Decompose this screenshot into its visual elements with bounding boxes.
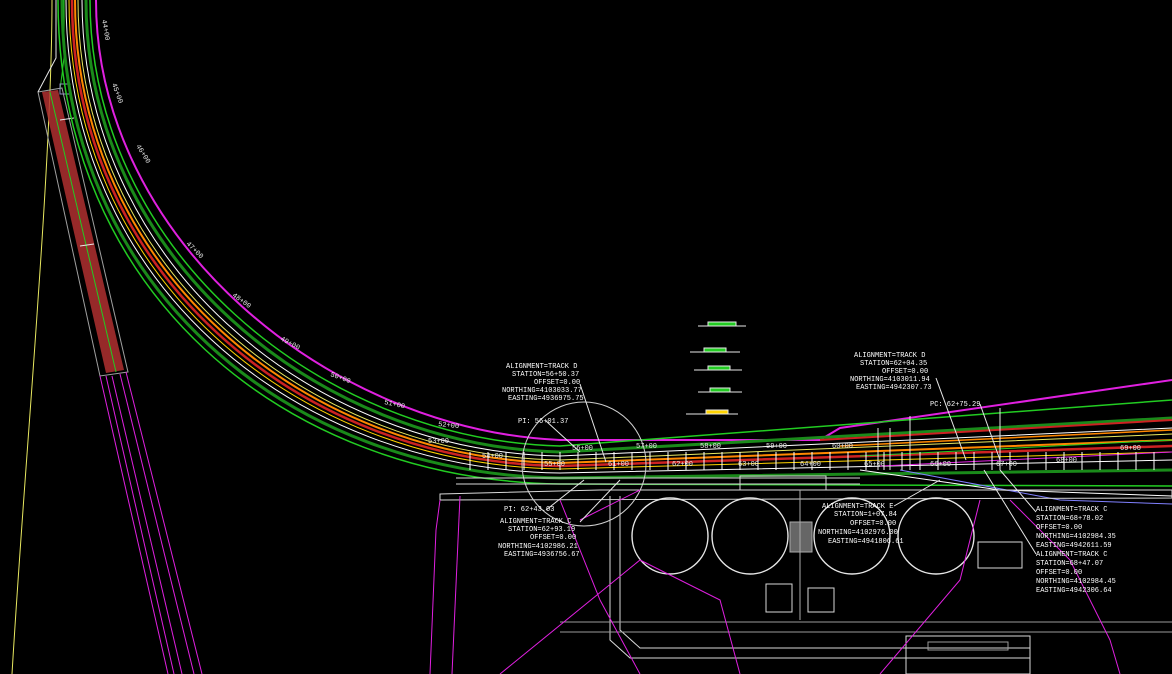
station-label-58: 58+00 [700,443,721,451]
callout-line: STATION=62+04.35 [860,360,927,368]
pi-label-left: PI: 56+01.37 [518,418,568,426]
curve-station-label: 52+00 [438,421,460,431]
curve-station-label: 46+00 [133,143,151,165]
callout-line: ALIGNMENT=TRACK C [1036,551,1107,559]
station-label-60: 60+00 [832,443,853,451]
callout-line: STATION=1+07.84 [834,511,897,519]
pi-label-bottom: PI: 62+43.03 [504,506,554,514]
callout-track-d-left: ALIGNMENT=TRACK D STATION=56+50.37 OFFSE… [502,363,584,403]
callout-track-d-right: ALIGNMENT=TRACK D STATION=62+04.35 OFFSE… [850,352,932,392]
callout-line: OFFSET=0.00 [534,379,580,387]
callout-line: EASTING=4936756.67 [504,551,580,559]
callout-line: OFFSET=0.00 [850,520,896,528]
curve-pi-circle [521,401,647,527]
callout-track-c-left: ALIGNMENT=TRACK C STATION=62+93.19 OFFSE… [498,518,580,559]
curve-station-label: 49+00 [279,336,301,353]
station-label-66: 66+00 [930,461,951,469]
callout-track-c-right-2: ALIGNMENT=TRACK C STATION=68+47.07 OFFSE… [1036,551,1116,595]
station-label-63: 63+00 [738,461,759,469]
callout-line: EASTING=4941806.61 [828,538,904,546]
curve-station-label: 45+00 [109,82,124,104]
callout-line: STATION=62+93.19 [508,526,575,534]
callout-line: OFFSET=0.00 [1036,524,1082,532]
station-label-56: 56+00 [572,445,593,453]
callout-line: EASTING=4936975.75 [508,395,584,403]
callout-line: EASTING=4942306.64 [1036,587,1112,595]
callout-line: STATION=68+78.02 [1036,515,1103,523]
callout-track-e: ALIGNMENT=TRACK E STATION=1+07.84 OFFSET… [818,503,904,546]
callout-line: OFFSET=0.00 [530,534,576,542]
callout-line: EASTING=4942307.73 [856,384,932,392]
station-label-64: 64+00 [800,461,821,469]
left-magenta-parcel-lines [99,371,203,674]
detail-symbols [686,321,746,415]
callout-line: STATION=56+50.37 [512,371,579,379]
station-label-55: 55+00 [544,461,565,469]
callout-line: ALIGNMENT=TRACK C [500,518,571,526]
station-labels-straight: 53+00 54+00 55+00 56+00 57+00 58+00 59+0… [428,438,1141,469]
curve-station-label: 48+00 [230,292,252,311]
callout-line: NORTHING=4102984.45 [1036,578,1116,586]
callout-line: NORTHING=4102986.21 [498,543,578,551]
station-label-61: 61+00 [608,461,629,469]
callout-line: ALIGNMENT=TRACK C [1036,506,1107,514]
callout-track-c-right-1: ALIGNMENT=TRACK C STATION=68+78.02 OFFSE… [1036,506,1116,550]
station-tick-marks [469,452,1155,470]
lower-magenta-lines [429,489,1121,674]
callout-line: STATION=68+47.07 [1036,560,1103,568]
callout-line: ALIGNMENT=TRACK D [854,352,925,360]
station-label-68: 68+00 [1056,457,1077,465]
callout-line: ALIGNMENT=TRACK E [822,503,893,511]
pc-label-right: PC: 62+75.29 [930,401,980,409]
callout-line: OFFSET=0.00 [1036,569,1082,577]
callout-line: NORTHING=4103033.77 [502,387,582,395]
station-label-62: 62+00 [672,461,693,469]
callout-line: NORTHING=4102984.35 [1036,533,1116,541]
storage-tanks [631,497,975,575]
callout-line: ALIGNMENT=TRACK D [506,363,577,371]
station-label-65: 65+00 [864,461,885,469]
callout-leaders [545,377,1037,555]
callout-line: EASTING=4942611.59 [1036,542,1112,550]
station-label-69: 69+00 [1120,445,1141,453]
station-label-67: 67+00 [996,461,1017,469]
curve-station-label: 44+00 [99,19,111,41]
station-label-54: 54+00 [482,453,503,461]
callout-line: NORTHING=4102976.00 [818,529,898,537]
callout-line: NORTHING=4103011.94 [850,376,930,384]
lower-site-plan [439,475,1172,674]
station-label-59: 59+00 [766,443,787,451]
station-label-53: 53+00 [428,438,449,446]
callout-line: OFFSET=0.00 [882,368,928,376]
track-alignment-curve [57,0,1172,505]
station-label-57: 57+00 [636,443,657,451]
